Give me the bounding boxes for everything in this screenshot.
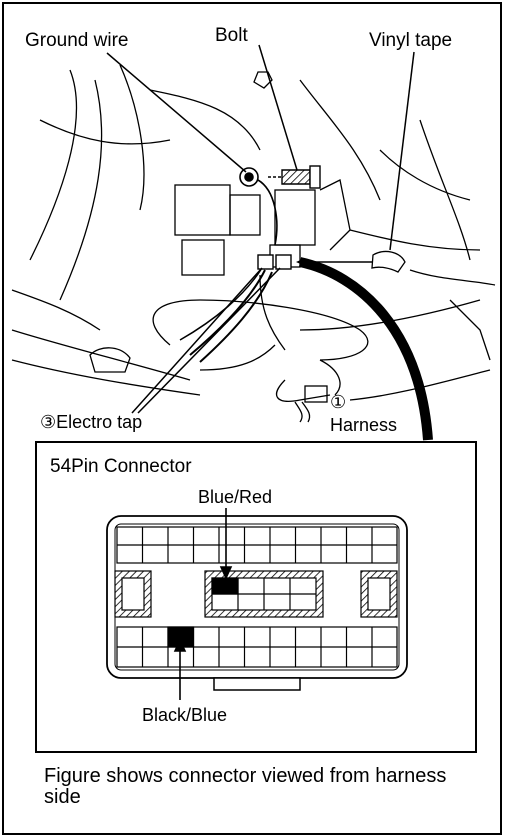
connector-title: 54Pin Connector [50,456,192,477]
vinyl-tape-arrowhead [296,258,305,266]
callout-leaders [106,44,415,414]
vinyl-tape-label: Vinyl tape [369,30,453,51]
ground-wire-label: Ground wire [25,30,129,51]
ground-eyelet [239,167,278,246]
vehicle-interior-illustration [11,64,496,423]
harness-label: Harness [330,415,398,435]
wire-color-bottom: Black/Blue [142,705,228,725]
pin-row-middle [114,570,398,618]
electro-tap-part [257,254,292,270]
harness-thick-wire [298,257,433,441]
wire-color-top: Blue/Red [198,487,273,507]
connector-54pin [106,515,408,691]
bolt-part [268,165,321,189]
pin-arrows [173,508,233,700]
pin-blue-red [211,577,239,595]
pin-row-top [116,526,398,564]
figure-caption: Figure shows connector viewed from harne… [44,765,447,808]
harness-marker: ① [330,392,347,412]
bolt-label: Bolt [215,25,248,46]
pin-row-bottom [116,626,398,668]
electro-tap-label: ③Electro tap [40,412,143,432]
